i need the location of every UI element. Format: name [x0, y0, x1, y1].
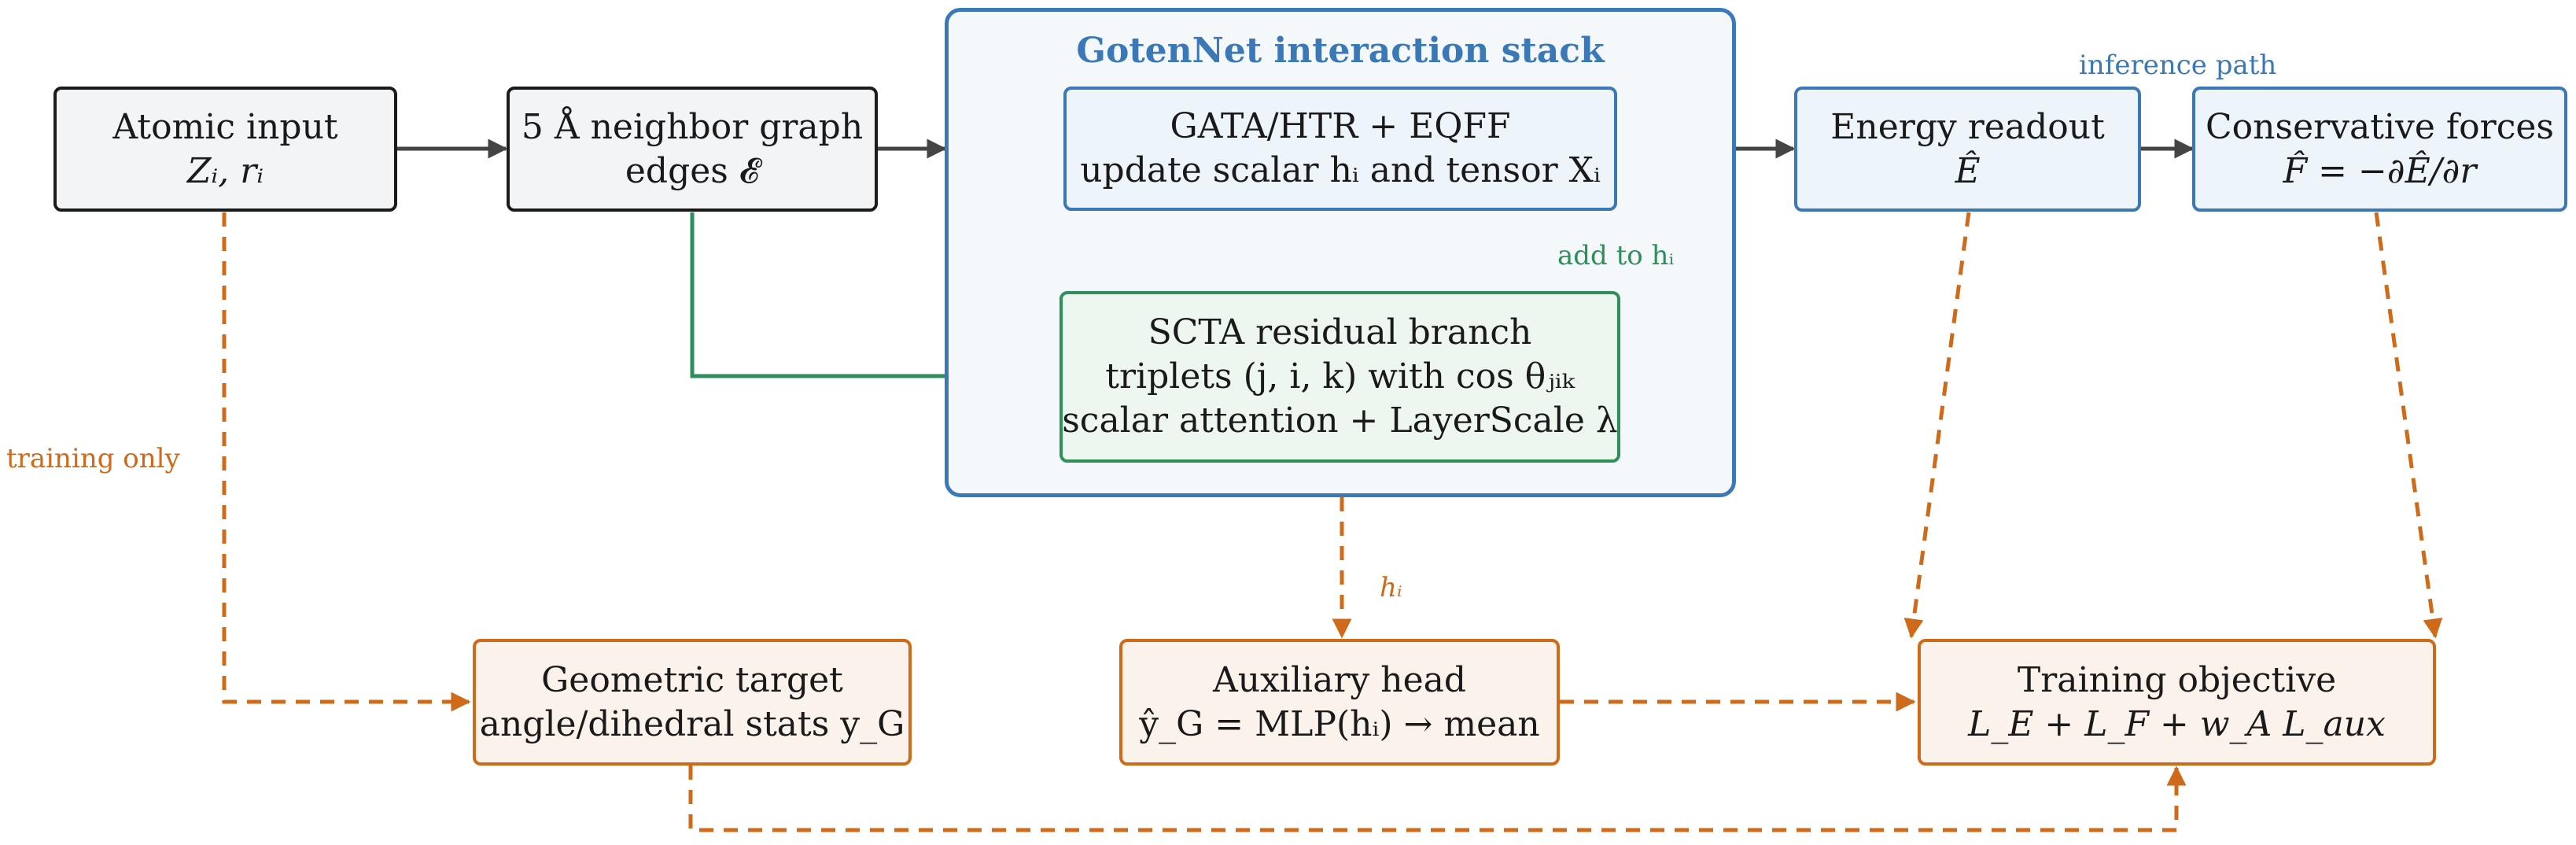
edge-input-to-geometric [222, 212, 471, 712]
objective-title: Training objective [2017, 659, 2337, 700]
atomic-input-symbols: Zᵢ, rᵢ [186, 150, 264, 191]
auxiliary-formula: ŷ_G = MLP(hᵢ) → mean [1139, 703, 1540, 744]
edge-forces-to-objective [2374, 212, 2443, 639]
edge-graph-to-scta [690, 212, 1062, 386]
scta-triplets: triplets (j, i, k) with cos θⱼᵢₖ [1105, 356, 1575, 397]
objective-formula: L_E + L_F + w_A L_aux [1968, 703, 2386, 744]
training-objective-node: Training objective L_E + L_F + w_A L_aux [1918, 639, 2436, 766]
atomic-input-title: Atomic input [112, 106, 338, 147]
gata-node: GATA/HTR + EQFF update scalar hᵢ and ten… [1063, 87, 1617, 211]
edge-energy-to-objective [1903, 212, 1971, 639]
geometric-title: Geometric target [541, 659, 843, 700]
edge-geometric-to-objective [688, 766, 2187, 832]
atomic-input-node: Atomic input Zᵢ, rᵢ [53, 87, 397, 212]
forces-node: Conservative forces F̂ = −∂Ê/∂r [2192, 87, 2567, 212]
neighbor-graph-title: 5 Å neighbor graph [521, 106, 864, 147]
gata-title: GATA/HTR + EQFF [1170, 106, 1511, 146]
forces-formula: F̂ = −∂Ê/∂r [2283, 150, 2477, 191]
scta-node: SCTA residual branch triplets (j, i, k) … [1060, 291, 1620, 463]
gata-description: update scalar hᵢ and tensor Xᵢ [1080, 150, 1601, 190]
forces-title: Conservative forces [2206, 106, 2554, 147]
add-to-h-label: add to hᵢ [1557, 240, 1675, 271]
energy-title: Energy readout [1830, 106, 2105, 147]
energy-symbol: Ê [1955, 150, 1981, 191]
stack-title: GotenNet interaction stack [1076, 31, 1605, 71]
scta-title: SCTA residual branch [1148, 312, 1532, 352]
geometric-stats: angle/dihedral stats y_G [479, 703, 905, 744]
scta-attention: scalar attention + LayerScale λ [1062, 400, 1618, 441]
auxiliary-title: Auxiliary head [1212, 659, 1467, 700]
geometric-target-node: Geometric target angle/dihedral stats y_… [473, 639, 912, 766]
energy-readout-node: Energy readout Ê [1794, 87, 2141, 212]
inference-path-label: inference path [2079, 50, 2277, 81]
h-i-label: hᵢ [1380, 572, 1402, 603]
auxiliary-head-node: Auxiliary head ŷ_G = MLP(hᵢ) → mean [1119, 639, 1560, 766]
neighbor-graph-edges: edges 𝓔 [625, 150, 760, 191]
neighbor-graph-node: 5 Å neighbor graph edges 𝓔 [507, 87, 878, 212]
training-only-label: training only [6, 443, 180, 474]
